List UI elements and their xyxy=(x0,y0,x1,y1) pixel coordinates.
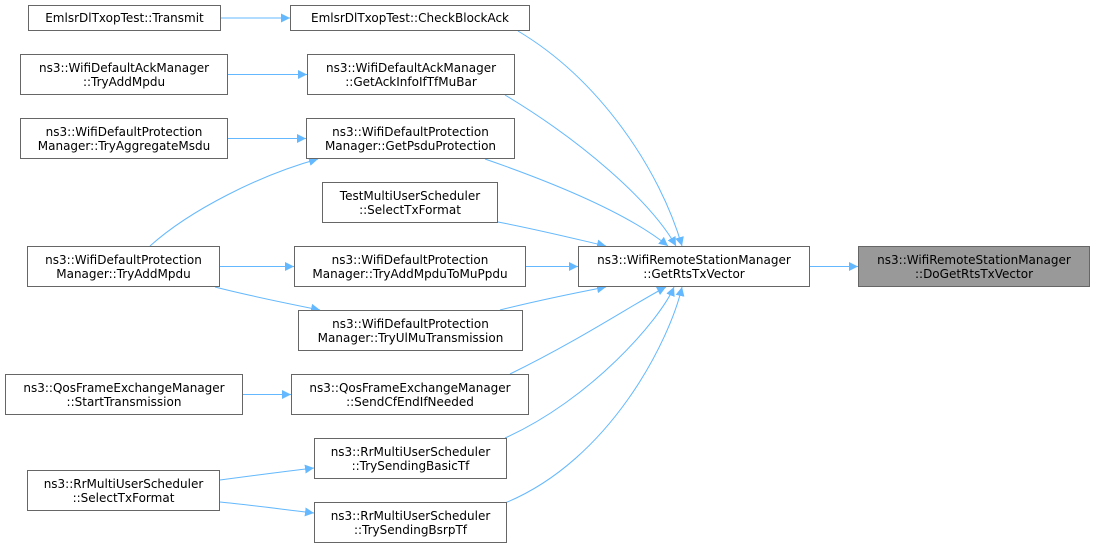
node-qos-starttransmission[interactable]: ns3::QosFrameExchangeManager ::StartTran… xyxy=(5,374,243,415)
node-label-line2: ::GetAckInfoIfTfMuBar xyxy=(345,74,477,89)
edge-ack_getackinfo-to-rsm_getrtstxvector xyxy=(504,94,677,247)
node-label-line2: Manager::TryAddMpduToMuPpdu xyxy=(312,266,508,281)
node-label-line2: ::GetRtsTxVector xyxy=(643,266,745,281)
node-label-line1: ns3::RrMultiUserScheduler xyxy=(330,508,491,523)
node-label-line1: ns3::WifiRemoteStationManager xyxy=(877,252,1071,267)
node-label-line2: ::SelectTxFormat xyxy=(72,490,175,505)
node-rr-scheduler-trysendingbasictf[interactable]: ns3::RrMultiUserScheduler ::TrySendingBa… xyxy=(314,438,507,479)
node-remote-station-manager-dogetrtstxvector-focus: ns3::WifiRemoteStationManager ::DoGetRts… xyxy=(858,246,1090,287)
node-protection-tryaddmpdutomuppdu[interactable]: ns3::WifiDefaultProtection Manager::TryA… xyxy=(294,246,526,287)
edge-test_selecttxformat-to-rsm_getrtstxvector xyxy=(497,221,607,249)
node-label-line2: ::TrySendingBsrpTf xyxy=(353,522,468,537)
edge-prot_tryaddmpdu-to-prot_getpsduprotection xyxy=(149,157,319,247)
node-label-line2: ::SelectTxFormat xyxy=(359,202,461,217)
node-emlsr-transmit[interactable]: EmlsrDlTxopTest::Transmit xyxy=(28,5,221,31)
edge-rr_selecttxformat-to-rr_trysendingbasictf xyxy=(219,464,315,481)
node-rr-scheduler-selecttxformat[interactable]: ns3::RrMultiUserScheduler ::SelectTxForm… xyxy=(27,470,220,511)
edge-prot_tryulmutransmission-to-rsm_getrtstxvector xyxy=(499,284,607,311)
node-ack-manager-tryaddmpdu[interactable]: ns3::WifiDefaultAckManager ::TryAddMpdu xyxy=(20,54,228,95)
node-label-line1: ns3::WifiDefaultProtection xyxy=(45,252,202,267)
node-qos-sendcfendifneeded[interactable]: ns3::QosFrameExchangeManager ::SendCfEnd… xyxy=(291,374,529,415)
node-label-line2: Manager::TryUlMuTransmission xyxy=(317,330,504,345)
node-label-line1: ns3::WifiDefaultProtection xyxy=(332,124,489,139)
node-label: EmlsrDlTxopTest::CheckBlockAck xyxy=(310,11,510,25)
node-label-line1: ns3::RrMultiUserScheduler xyxy=(43,476,204,491)
node-label-line2: Manager::GetPsduProtection xyxy=(324,138,497,153)
node-label-line2: ::StartTransmission xyxy=(66,394,182,409)
edge-emlsr_checkblockack-to-rsm_getrtstxvector xyxy=(517,30,684,247)
edge-prot_getpsduprotection-to-rsm_getrtstxvector xyxy=(484,158,669,247)
node-test-scheduler-selecttxformat[interactable]: TestMultiUserScheduler ::SelectTxFormat xyxy=(322,182,498,223)
node-ack-manager-getackinfoiftfmubar[interactable]: ns3::WifiDefaultAckManager ::GetAckInfoI… xyxy=(307,54,515,95)
node-remote-station-manager-getrtstxvector[interactable]: ns3::WifiRemoteStationManager ::GetRtsTx… xyxy=(578,246,810,287)
node-label-line2: ::SendCfEndIfNeeded xyxy=(346,394,474,409)
edge-rr_selecttxformat-to-rr_trysendingbsrptf xyxy=(219,501,315,517)
edge-rr_trysendingbsrptf-to-rsm_getrtstxvector xyxy=(504,286,685,504)
node-protection-tryulmutransmission[interactable]: ns3::WifiDefaultProtection Manager::TryU… xyxy=(298,310,523,351)
node-label-line2: Manager::TryAddMpdu xyxy=(56,266,191,281)
node-label-line1: ns3::RrMultiUserScheduler xyxy=(330,444,491,459)
node-label-line1: ns3::WifiRemoteStationManager xyxy=(597,252,791,267)
node-emlsr-checkblockack[interactable]: EmlsrDlTxopTest::CheckBlockAck xyxy=(290,5,530,31)
node-label-line1: TestMultiUserScheduler xyxy=(339,188,481,203)
node-label-line1: ns3::WifiDefaultProtection xyxy=(331,252,489,267)
node-label-line1: ns3::WifiDefaultAckManager xyxy=(325,60,497,75)
edge-rr_trysendingbasictf-to-rsm_getrtstxvector xyxy=(504,286,675,439)
node-label-line1: ns3::QosFrameExchangeManager xyxy=(23,380,225,395)
node-protection-tryaggregatemsdu[interactable]: ns3::WifiDefaultProtection Manager::TryA… xyxy=(20,118,228,159)
edge-qos_sendcfendifneeded-to-rsm_getrtstxvector xyxy=(509,286,667,375)
node-protection-tryaddmpdu[interactable]: ns3::WifiDefaultProtection Manager::TryA… xyxy=(27,246,220,287)
node-label-line2: ::DoGetRtsTxVector xyxy=(914,266,1034,281)
node-label-line2: Manager::TryAggregateMsdu xyxy=(37,138,211,153)
node-label-line1: ns3::WifiDefaultAckManager xyxy=(38,60,210,75)
node-label-line2: ::TrySendingBasicTf xyxy=(351,458,470,473)
node-label: EmlsrDlTxopTest::Transmit xyxy=(45,11,204,25)
node-label-line1: ns3::WifiDefaultProtection xyxy=(332,316,489,331)
edge-prot_tryaddmpdu-to-prot_tryulmutransmission xyxy=(214,286,321,313)
node-label-line1: ns3::QosFrameExchangeManager xyxy=(309,380,511,395)
node-label-line2: ::TryAddMpdu xyxy=(82,74,166,89)
node-label-line1: ns3::WifiDefaultProtection xyxy=(45,124,203,139)
node-protection-getpsduprotection[interactable]: ns3::WifiDefaultProtection Manager::GetP… xyxy=(306,118,515,159)
node-rr-scheduler-trysendingbsrptf[interactable]: ns3::RrMultiUserScheduler ::TrySendingBs… xyxy=(314,502,507,543)
